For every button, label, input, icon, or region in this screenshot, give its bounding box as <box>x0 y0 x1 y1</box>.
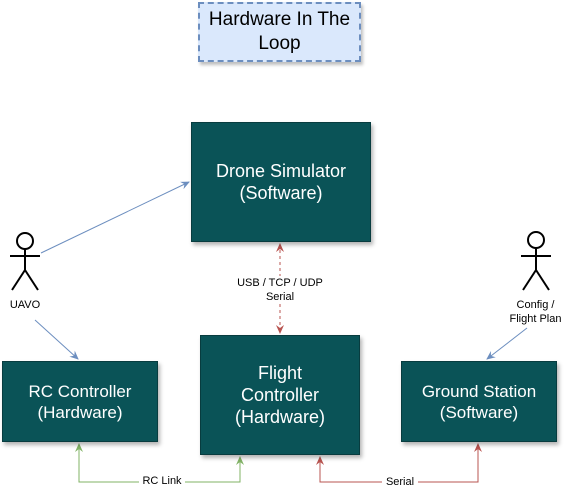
uavo-to-rc-arrow <box>34 319 79 360</box>
rc-link-label: RC Link <box>139 474 185 488</box>
flight-controller-name-2: Controller <box>240 385 320 405</box>
ground-station-node[interactable]: Ground Station (Software) <box>401 361 557 442</box>
flight-controller-kind: (Hardware) <box>234 407 326 427</box>
serial-link-label: Serial <box>382 475 418 489</box>
uavo-to-simulator-arrow <box>40 181 190 254</box>
simulator-fc-link-label: USB / TCP / UDP Serial <box>226 276 334 304</box>
link-protocols: USB / TCP / UDP <box>237 277 323 289</box>
drone-simulator-kind: (Software) <box>239 183 323 203</box>
flight-controller-node[interactable]: Flight Controller (Hardware) <box>200 335 360 455</box>
drone-simulator-node[interactable]: Drone Simulator (Software) <box>191 122 371 242</box>
rc-controller-kind: (Hardware) <box>37 402 123 422</box>
uavo-actor-label: UAVO <box>9 299 41 311</box>
config-to-ground-station-arrow <box>486 327 528 360</box>
rc-controller-node[interactable]: RC Controller (Hardware) <box>2 361 158 442</box>
config-actor-icon <box>521 231 551 291</box>
config-label-line2: Flight Plan <box>509 313 562 325</box>
title-line2: Loop <box>258 33 301 54</box>
rc-controller-name: RC Controller <box>28 381 132 401</box>
ground-station-kind: (Software) <box>439 402 519 422</box>
uavo-actor-icon <box>10 232 40 291</box>
diagram-title: Hardware In The Loop <box>198 2 361 62</box>
ground-station-name: Ground Station <box>421 381 537 401</box>
drone-simulator-name: Drone Simulator <box>215 161 347 181</box>
title-line1: Hardware In The <box>208 9 351 30</box>
link-serial: Serial <box>265 291 295 303</box>
flight-controller-name-1: Flight <box>257 363 302 383</box>
config-actor-label: Config / Flight Plan <box>498 298 565 326</box>
config-label-line1: Config / <box>516 299 555 311</box>
